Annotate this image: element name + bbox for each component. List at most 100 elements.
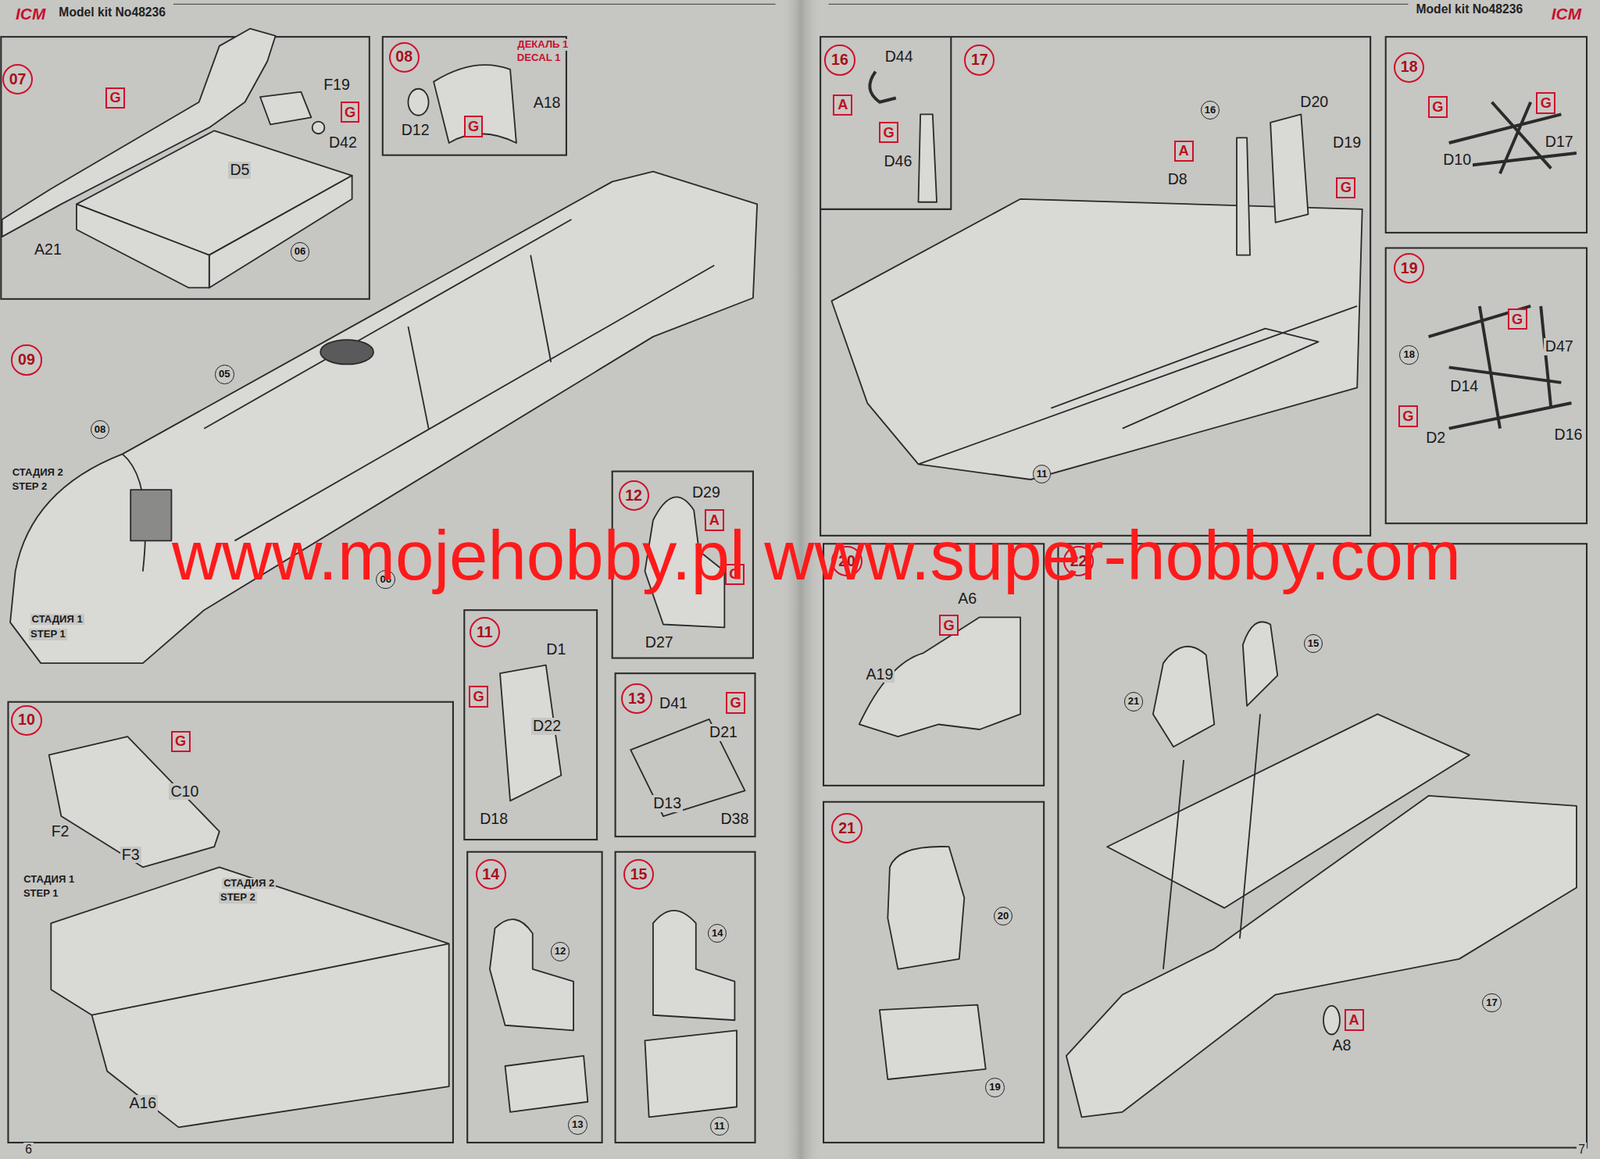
panel-frame <box>7 702 453 1143</box>
part-label: D12 <box>400 121 432 140</box>
kit-number: Model kit No48236 <box>1414 2 1525 16</box>
paint-code-text: G <box>1402 408 1414 425</box>
step-number: 08 <box>389 42 420 73</box>
part-label: A18 <box>532 94 563 112</box>
step-number-text: 07 <box>9 71 27 89</box>
floor-side <box>209 175 353 289</box>
step-note: СТАДИЯ 1 <box>30 614 85 625</box>
header-rule <box>828 3 1409 5</box>
step-number-text: 15 <box>630 866 648 884</box>
paint-code: G <box>1535 92 1556 114</box>
part-label: D21 <box>707 724 740 742</box>
step-note: СТАДИЯ 1 <box>21 874 76 886</box>
part-label: D20 <box>1298 93 1330 111</box>
small-part <box>260 92 311 125</box>
paint-code: A <box>1344 1009 1365 1031</box>
page-number: 6 <box>23 1142 34 1157</box>
seat <box>489 919 574 1031</box>
part-label: D14 <box>1448 378 1480 396</box>
callout-number: 18 <box>1399 345 1419 365</box>
kit-number: Model kit No48236 <box>57 5 168 19</box>
step-note: СТАДИЯ 2 <box>10 467 65 479</box>
panel-frame <box>1057 543 1587 1148</box>
step-number: 09 <box>10 344 42 375</box>
callout-number-text: 16 <box>1204 104 1217 116</box>
paint-code: A <box>832 94 853 116</box>
logo-text: ICM <box>14 5 47 24</box>
header-rules <box>173 3 1408 5</box>
callout-number: 19 <box>985 1078 1005 1098</box>
paint-code: G <box>1507 308 1528 330</box>
step-number: 07 <box>2 64 33 95</box>
part-label: C10 <box>168 783 200 801</box>
step-number-text: 09 <box>17 351 36 369</box>
callout-number: 21 <box>1124 692 1144 712</box>
step-number-text: 11 <box>476 624 493 642</box>
panel-frame <box>382 36 567 156</box>
paint-code-text: G <box>1340 179 1352 196</box>
callout-number-text: 05 <box>218 368 231 380</box>
floor-lines <box>918 306 1358 465</box>
part-label: D17 <box>1543 133 1575 151</box>
step-number-text: 10 <box>17 711 36 729</box>
paint-code: G <box>1398 405 1418 427</box>
part-label: D1 <box>544 641 568 659</box>
panel-frame <box>820 36 1371 536</box>
seat-frame <box>630 719 745 817</box>
panel-frame <box>615 852 756 1143</box>
page-number: 7 <box>1576 1142 1587 1157</box>
step-number: 16 <box>824 44 855 75</box>
panel-divider <box>820 36 951 210</box>
paint-code-text: G <box>467 118 479 135</box>
paint-code-text: G <box>943 617 955 634</box>
step-number: 17 <box>964 44 995 75</box>
step-number: 12 <box>618 480 650 511</box>
frame-part <box>1428 306 1572 429</box>
gear-part <box>312 121 325 135</box>
panel-frame <box>0 36 370 300</box>
step-number-text: 18 <box>1400 58 1418 76</box>
paint-code-text: G <box>109 89 121 106</box>
seat <box>1153 646 1215 747</box>
callout-number: 08 <box>90 420 111 440</box>
panel-frame <box>615 673 756 837</box>
panel-frame <box>467 852 602 1143</box>
paint-code: G <box>105 87 125 109</box>
part-label: A8 <box>1331 1037 1354 1055</box>
step-note: STEP 1 <box>21 888 61 900</box>
step-number-text: 19 <box>1400 260 1418 278</box>
step-number-text: 13 <box>628 690 646 708</box>
step-number-text: 21 <box>838 820 856 838</box>
hatch <box>320 339 374 365</box>
panel-frame <box>1385 248 1587 525</box>
callout-number-text: 08 <box>94 424 107 436</box>
seat-frame <box>644 1030 737 1118</box>
part-label: A21 <box>32 241 64 259</box>
cylinder-part <box>407 89 429 116</box>
logo-text: ICM <box>1550 5 1583 24</box>
lever <box>869 71 896 103</box>
seat <box>653 910 735 1021</box>
paint-code: G <box>1335 177 1356 199</box>
callout-number: 06 <box>290 242 311 262</box>
step-note: STEP 2 <box>218 892 258 904</box>
callout-number: 12 <box>550 942 571 962</box>
small-part <box>1323 1006 1340 1036</box>
panel-frame <box>1385 36 1587 233</box>
instrument-frame <box>130 489 172 541</box>
step-number-text: 17 <box>971 51 989 69</box>
step-number-text: 12 <box>625 487 643 505</box>
step-number-text: 14 <box>482 866 500 884</box>
curved-part <box>433 64 517 143</box>
part-label: D18 <box>478 810 510 829</box>
part-label: D41 <box>657 695 690 713</box>
seat <box>1242 621 1278 707</box>
paint-code: G <box>725 692 746 714</box>
paint-code: G <box>171 731 191 753</box>
paint-code-text: G <box>1511 311 1523 328</box>
watermark: www.mojehobby.pl www.super-hobby.com <box>170 517 1463 595</box>
plate-part <box>49 736 220 868</box>
part-label: A16 <box>127 1095 158 1113</box>
seat-frame <box>879 1005 986 1080</box>
callout-number: 11 <box>1032 464 1052 484</box>
